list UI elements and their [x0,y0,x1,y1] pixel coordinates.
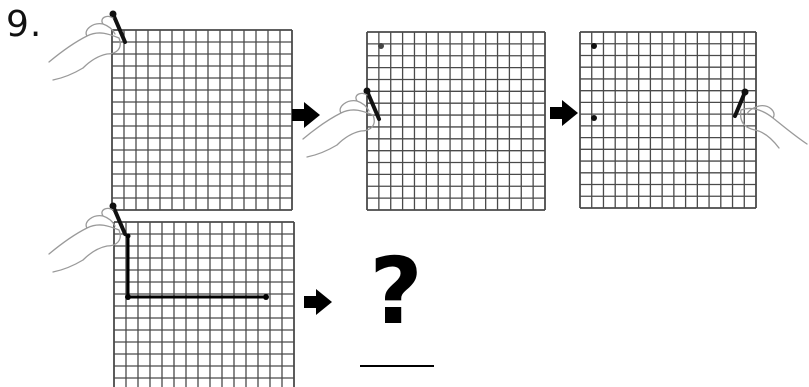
dot-marker [378,43,384,49]
right-arrow-icon [292,102,320,128]
right-arrow-icon [304,289,332,315]
hand-pencil-icon [735,89,807,149]
dot-marker [125,294,131,300]
question-mark-icon: ? [362,246,430,338]
panel-step-1 [49,11,292,211]
dot-marker [591,43,597,49]
right-arrow-icon [550,100,578,126]
drawn-path [128,236,266,297]
panel-step-3 [580,32,807,208]
panel-step-4 [49,203,294,387]
dot-marker [263,294,269,300]
grid-step-4 [114,222,294,387]
grid-step-2 [367,32,545,210]
panel-step-2 [303,32,545,210]
grid-step-3 [580,32,756,208]
hand-pencil-icon [49,11,125,81]
dot-marker [591,115,597,121]
grid-step-1 [112,30,292,210]
